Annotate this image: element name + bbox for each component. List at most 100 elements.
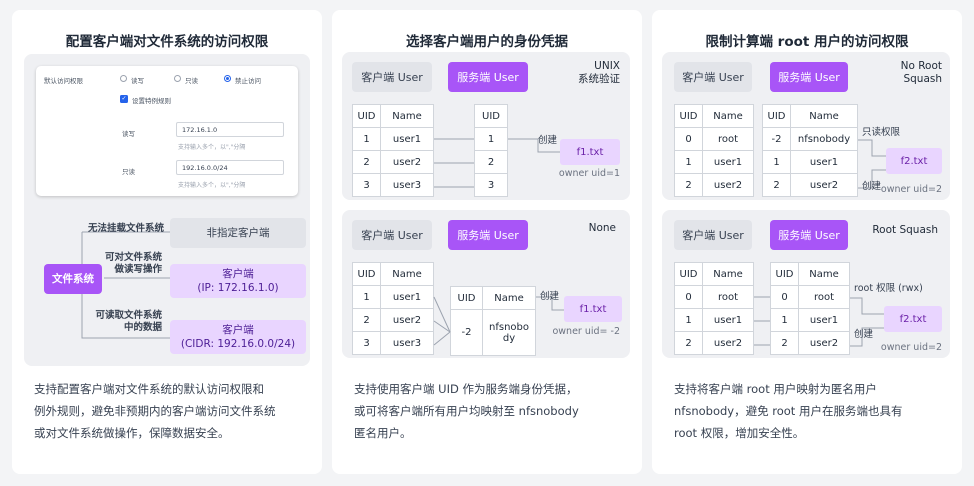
th-name: Name bbox=[790, 104, 858, 128]
client-user-tag: 客户端 User bbox=[674, 62, 752, 92]
cell: user3 bbox=[380, 173, 434, 197]
client-user-tag: 客户端 User bbox=[674, 220, 752, 250]
th-name: Name bbox=[380, 262, 434, 286]
client-cidr: 客户端 (CIDR: 192.16.0.0/24) bbox=[170, 320, 306, 354]
option-readwrite: 读写 bbox=[131, 77, 144, 85]
cell: user1 bbox=[702, 150, 754, 174]
th-name: Name bbox=[702, 104, 754, 128]
file-f1: f1.txt bbox=[564, 296, 622, 322]
th-uid: UID bbox=[674, 262, 703, 286]
rw-label: 读写 bbox=[122, 130, 135, 138]
card-title: 配置客户端对文件系统的访问权限 bbox=[65, 34, 269, 50]
server-user-tag: 服务端 User bbox=[770, 220, 848, 250]
cell: 3 bbox=[352, 331, 381, 355]
cell: 0 bbox=[674, 285, 703, 309]
cell: 1 bbox=[352, 285, 381, 309]
cell: 1 bbox=[674, 308, 703, 332]
owner-label: owner uid=2 bbox=[880, 184, 942, 195]
desc-line: root 权限，增加安全性。 bbox=[674, 426, 805, 440]
cell: user2 bbox=[380, 308, 434, 332]
th-uid: UID bbox=[762, 104, 791, 128]
server-user-tag: 服务端 User bbox=[448, 220, 528, 250]
th-uid: UID bbox=[474, 104, 508, 128]
default-access-label: 默认访问权限 bbox=[44, 77, 83, 85]
cell: 2 bbox=[352, 150, 381, 174]
file-f2: f2.txt bbox=[886, 148, 942, 174]
no-mount-label: 无法挂载文件系统 bbox=[88, 223, 165, 234]
cell: user1 bbox=[798, 308, 850, 332]
th-name: Name bbox=[380, 104, 434, 128]
ro-label: 只读 bbox=[122, 168, 135, 176]
owner-label: owner uid=1 bbox=[558, 168, 620, 179]
create-label: 创建 bbox=[538, 135, 558, 146]
radio-noaccess[interactable] bbox=[224, 75, 231, 82]
rw-input[interactable]: 172.16.1.0 bbox=[176, 122, 284, 137]
mode-label: No Root Squash bbox=[900, 60, 942, 85]
cell: root bbox=[702, 285, 754, 309]
desc-line: 匿名用户。 bbox=[354, 426, 412, 440]
cell: 2 bbox=[770, 331, 799, 355]
cell: user1 bbox=[702, 308, 754, 332]
card-title: 选择客户端用户的身份凭据 bbox=[406, 34, 568, 50]
cell: nfsnobody bbox=[790, 127, 858, 151]
radio-readwrite[interactable] bbox=[120, 75, 127, 82]
filesystem-node: 文件系统 bbox=[44, 264, 102, 294]
cell: user2 bbox=[790, 173, 858, 197]
ro-input[interactable]: 192.16.0.0/24 bbox=[176, 160, 284, 175]
th-uid: UID bbox=[770, 262, 799, 286]
radio-readonly[interactable] bbox=[174, 75, 181, 82]
desc-line: 支持配置客户端对文件系统的默认访问权限和 bbox=[34, 382, 264, 396]
diagram-panel: 默认访问权限 读写 只读 禁止访问 ✓ 设置特例规则 读写 172.16.1.0… bbox=[24, 54, 310, 366]
cell: 1 bbox=[674, 150, 703, 174]
cell: root bbox=[702, 127, 754, 151]
perm-label: 只读权限 bbox=[862, 127, 901, 138]
server-user-tag: 服务端 User bbox=[770, 62, 848, 92]
cell: nfsnobo dy bbox=[482, 309, 536, 356]
cell: user2 bbox=[380, 150, 434, 174]
option-noaccess: 禁止访问 bbox=[235, 77, 261, 85]
client-user-tag: 客户端 User bbox=[352, 220, 432, 250]
cell: 2 bbox=[352, 308, 381, 332]
cell: 2 bbox=[474, 150, 508, 174]
owner-label: owner uid=2 bbox=[880, 342, 942, 353]
owner-label: owner uid= -2 bbox=[552, 326, 620, 337]
mode-label: UNIX 系统验证 bbox=[578, 60, 620, 85]
th-name: Name bbox=[482, 286, 536, 310]
create-label: 创建 bbox=[862, 181, 882, 192]
special-rule-checkbox[interactable]: ✓ bbox=[120, 95, 128, 103]
desc-line: 或可将客户端所有用户均映射至 nfsnobody bbox=[354, 404, 579, 418]
cell: 0 bbox=[770, 285, 799, 309]
card-description: 支持将客户端 root 用户映射为匿名用户 nfsnobody，避免 root … bbox=[674, 378, 902, 444]
cell: 1 bbox=[352, 127, 381, 151]
desc-line: 或对文件系统做操作，保障数据安全。 bbox=[34, 426, 230, 440]
th-name: Name bbox=[702, 262, 754, 286]
desc-line: 例外规则，避免非预期内的客户端访问文件系统 bbox=[34, 404, 276, 418]
desc-line: nfsnobody，避免 root 用户在服务端也具有 bbox=[674, 404, 903, 418]
card-identity: 选择客户端用户的身份凭据 客户端 User 服务端 User UNIX 系统验证… bbox=[332, 10, 642, 474]
ro-hint: 支持输入多个，以","分隔 bbox=[178, 182, 246, 189]
cell: user1 bbox=[380, 285, 434, 309]
server-user-tag: 服务端 User bbox=[448, 62, 528, 92]
cell: -2 bbox=[450, 309, 483, 356]
cell: 3 bbox=[474, 173, 508, 197]
mode-label: None bbox=[588, 222, 616, 234]
cell: 1 bbox=[762, 150, 791, 174]
cell: 3 bbox=[352, 173, 381, 197]
file-f2: f2.txt bbox=[884, 306, 942, 332]
th-uid: UID bbox=[674, 104, 703, 128]
cell: 2 bbox=[762, 173, 791, 197]
cell: 0 bbox=[674, 127, 703, 151]
mode-label: Root Squash bbox=[872, 224, 938, 236]
desc-line: 支持使用客户端 UID 作为服务端身份凭据， bbox=[354, 382, 578, 396]
th-uid: UID bbox=[352, 262, 381, 286]
settings-screen: 默认访问权限 读写 只读 禁止访问 ✓ 设置特例规则 读写 172.16.1.0… bbox=[36, 66, 298, 196]
ro-op-label: 可读取文件系统 中的数据 bbox=[95, 310, 162, 333]
